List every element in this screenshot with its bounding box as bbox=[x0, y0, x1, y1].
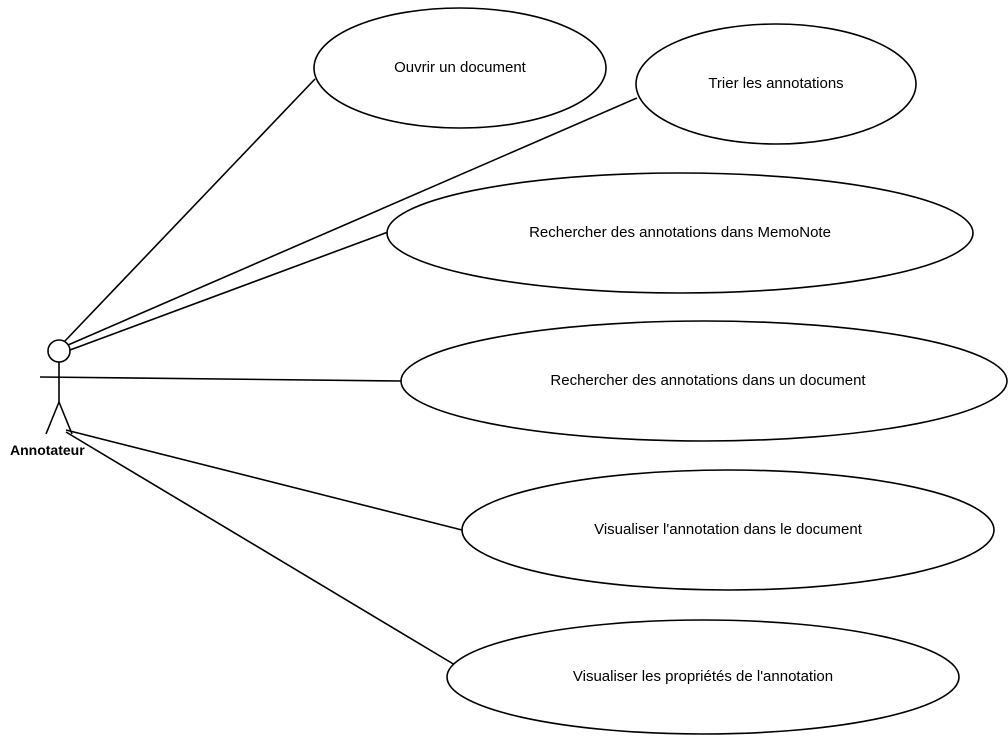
association-view-annotation bbox=[65, 429, 463, 531]
use-case-open-document: Ouvrir un document bbox=[313, 7, 607, 129]
use-case-ellipse bbox=[386, 172, 974, 294]
use-case-label: Visualiser les propriétés de l'annotatio… bbox=[573, 668, 833, 685]
actor-label: Annotateur bbox=[10, 442, 85, 458]
use-case-ellipse bbox=[635, 23, 917, 145]
actor-head bbox=[47, 339, 71, 363]
use-case-search-document: Rechercher des annotations dans un docum… bbox=[400, 320, 1008, 442]
use-case-ellipse bbox=[400, 320, 1008, 442]
association-view-properties bbox=[65, 431, 456, 666]
use-case-search-memonote: Rechercher des annotations dans MemoNote bbox=[386, 172, 974, 294]
use-case-label: Rechercher des annotations dans MemoNote bbox=[529, 224, 831, 241]
association-sort-annotations bbox=[67, 97, 638, 346]
use-case-label: Rechercher des annotations dans un docum… bbox=[550, 372, 866, 389]
use-case-ellipse bbox=[446, 619, 960, 735]
actor-right-leg bbox=[58, 401, 73, 435]
use-case-ellipse bbox=[461, 469, 995, 591]
actor-left-leg bbox=[45, 401, 60, 435]
actor-annotateur: Annotateur bbox=[10, 339, 85, 458]
use-case-label: Ouvrir un document bbox=[394, 59, 527, 76]
use-case-ellipse bbox=[313, 7, 607, 129]
use-case-label: Trier les annotations bbox=[708, 75, 843, 92]
association-search-memonote bbox=[69, 231, 389, 351]
association-search-document bbox=[39, 376, 403, 382]
association-open-document bbox=[63, 78, 316, 343]
use-case-label: Visualiser l'annotation dans le document bbox=[594, 521, 863, 538]
use-case-view-properties: Visualiser les propriétés de l'annotatio… bbox=[446, 619, 960, 735]
use-case-sort-annotations: Trier les annotations bbox=[635, 23, 917, 145]
use-case-view-annotation: Visualiser l'annotation dans le document bbox=[461, 469, 995, 591]
associations bbox=[39, 78, 638, 666]
